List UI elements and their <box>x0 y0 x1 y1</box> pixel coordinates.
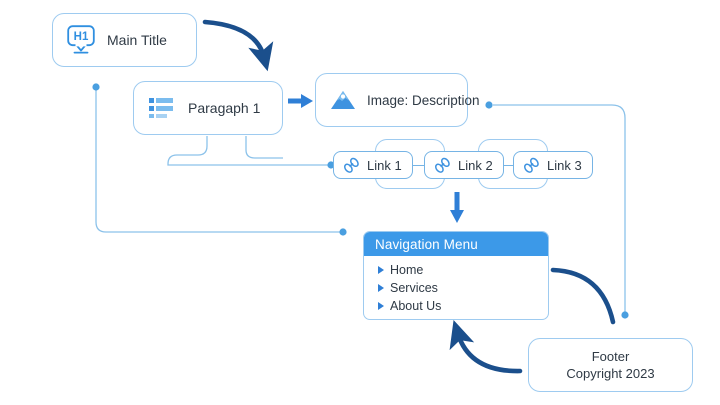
node-link-3-label: Link 3 <box>547 157 582 173</box>
image-branch-to-footer-line <box>493 104 626 313</box>
navigation-menu-header: Navigation Menu <box>364 232 548 256</box>
nav-item-services-label: Services <box>390 281 438 295</box>
paragraph-to-link1-dot <box>327 161 335 169</box>
node-link-2-label: Link 2 <box>458 157 493 173</box>
caret-right-icon <box>378 284 384 292</box>
link1-link2-connector <box>412 165 425 167</box>
paragraph-to-image-arrow <box>288 94 313 108</box>
node-paragraph[interactable]: Paragaph 1 <box>133 81 283 135</box>
image-branch-start-dot <box>485 101 493 109</box>
mountain-image-icon <box>328 88 358 112</box>
nav-item-about-us-label: About Us <box>390 299 442 313</box>
node-footer-line1: Footer <box>591 349 630 364</box>
svg-text:H1: H1 <box>74 31 89 43</box>
h1-heading-icon: H1 <box>67 25 95 55</box>
link2-link3-connector <box>503 165 514 167</box>
paragraph-to-link1-line <box>167 136 330 166</box>
node-link-1[interactable]: Link 1 <box>333 151 413 179</box>
node-link-2[interactable]: Link 2 <box>424 151 504 179</box>
links-to-nav-arrow <box>450 192 464 223</box>
nav-item-about-us[interactable]: About Us <box>378 297 548 315</box>
chain-link-icon <box>342 156 361 175</box>
caret-right-icon <box>378 302 384 310</box>
image-branch-end-dot <box>621 311 629 319</box>
footer-to-nav-arrow <box>449 319 523 374</box>
chain-link-icon <box>522 156 541 175</box>
node-main-title-label: Main Title <box>107 32 167 48</box>
chain-link-icon <box>433 156 452 175</box>
list-lines-icon <box>148 96 174 120</box>
node-navigation-menu[interactable]: Navigation Menu Home Services About Us <box>363 231 549 320</box>
title-branch-end-dot <box>339 228 347 236</box>
node-footer[interactable]: Footer Copyright 2023 <box>528 338 693 392</box>
navigation-menu-list: Home Services About Us <box>364 256 548 315</box>
title-branch-start-dot <box>92 83 100 91</box>
nav-item-services[interactable]: Services <box>378 279 548 297</box>
node-link-3[interactable]: Link 3 <box>513 151 593 179</box>
title-to-paragraph-curved-arrow <box>202 19 274 72</box>
nav-item-home[interactable]: Home <box>378 261 548 279</box>
node-paragraph-label: Paragaph 1 <box>188 100 261 116</box>
node-main-title[interactable]: H1 Main Title <box>52 13 197 67</box>
nav-to-footer-curve <box>550 267 616 325</box>
node-link-1-label: Link 1 <box>367 157 402 173</box>
title-branch-to-nav-line <box>95 88 341 233</box>
node-image[interactable]: Image: Description <box>315 73 480 127</box>
node-footer-line2: Copyright 2023 <box>566 366 655 381</box>
nav-item-home-label: Home <box>390 263 424 277</box>
node-image-label: Image: Description <box>367 92 480 108</box>
caret-right-icon <box>378 266 384 274</box>
paragraph-group-stub <box>245 136 283 159</box>
